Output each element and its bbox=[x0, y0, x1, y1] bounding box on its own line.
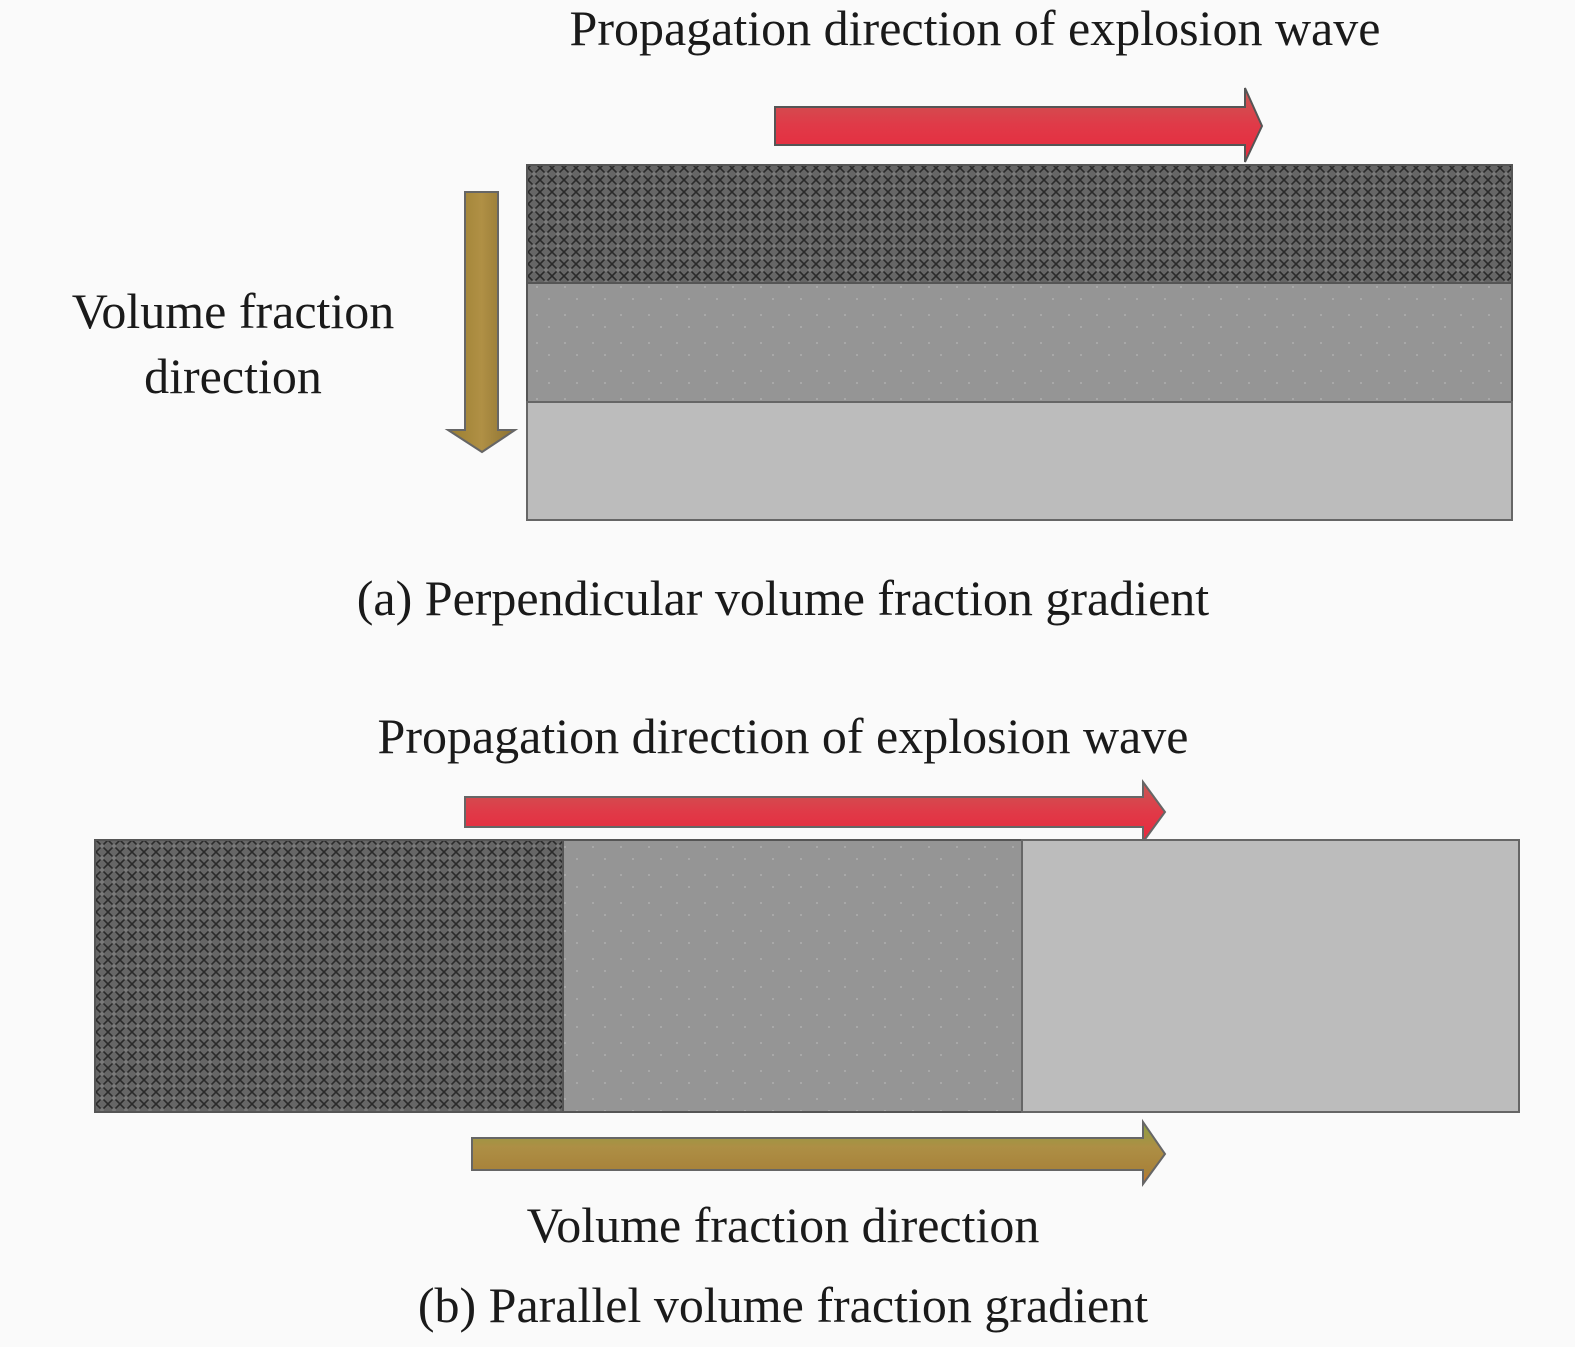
wave-direction-label-a: Propagation direction of explosion wave bbox=[570, 0, 1381, 56]
volume-arrow-right-icon bbox=[471, 1118, 1167, 1188]
caption-b: (b) Parallel volume fraction gradient bbox=[418, 1277, 1148, 1333]
volume-arrow-down-icon bbox=[444, 191, 519, 454]
layer-dark-a bbox=[526, 164, 1513, 284]
caption-a: (a) Perpendicular volume fraction gradie… bbox=[357, 570, 1210, 626]
panel-b: Propagation direction of explosion wave … bbox=[94, 708, 1520, 1333]
wave-arrow-icon-b bbox=[464, 778, 1167, 846]
layer-medium-a bbox=[526, 282, 1513, 403]
volume-direction-label-a-line2: direction bbox=[144, 348, 322, 404]
wave-arrow-icon-a bbox=[774, 87, 1264, 163]
panel-a: Propagation direction of explosion wave … bbox=[72, 0, 1513, 626]
layer-medium-b bbox=[562, 839, 1023, 1113]
volume-direction-label-b: Volume fraction direction bbox=[527, 1197, 1040, 1253]
wave-direction-label-b: Propagation direction of explosion wave bbox=[378, 708, 1189, 764]
volume-direction-label-a-line1: Volume fraction bbox=[72, 283, 395, 339]
layer-light-b bbox=[1021, 839, 1520, 1113]
layer-light-a bbox=[526, 401, 1513, 521]
layer-dark-b bbox=[94, 839, 564, 1113]
